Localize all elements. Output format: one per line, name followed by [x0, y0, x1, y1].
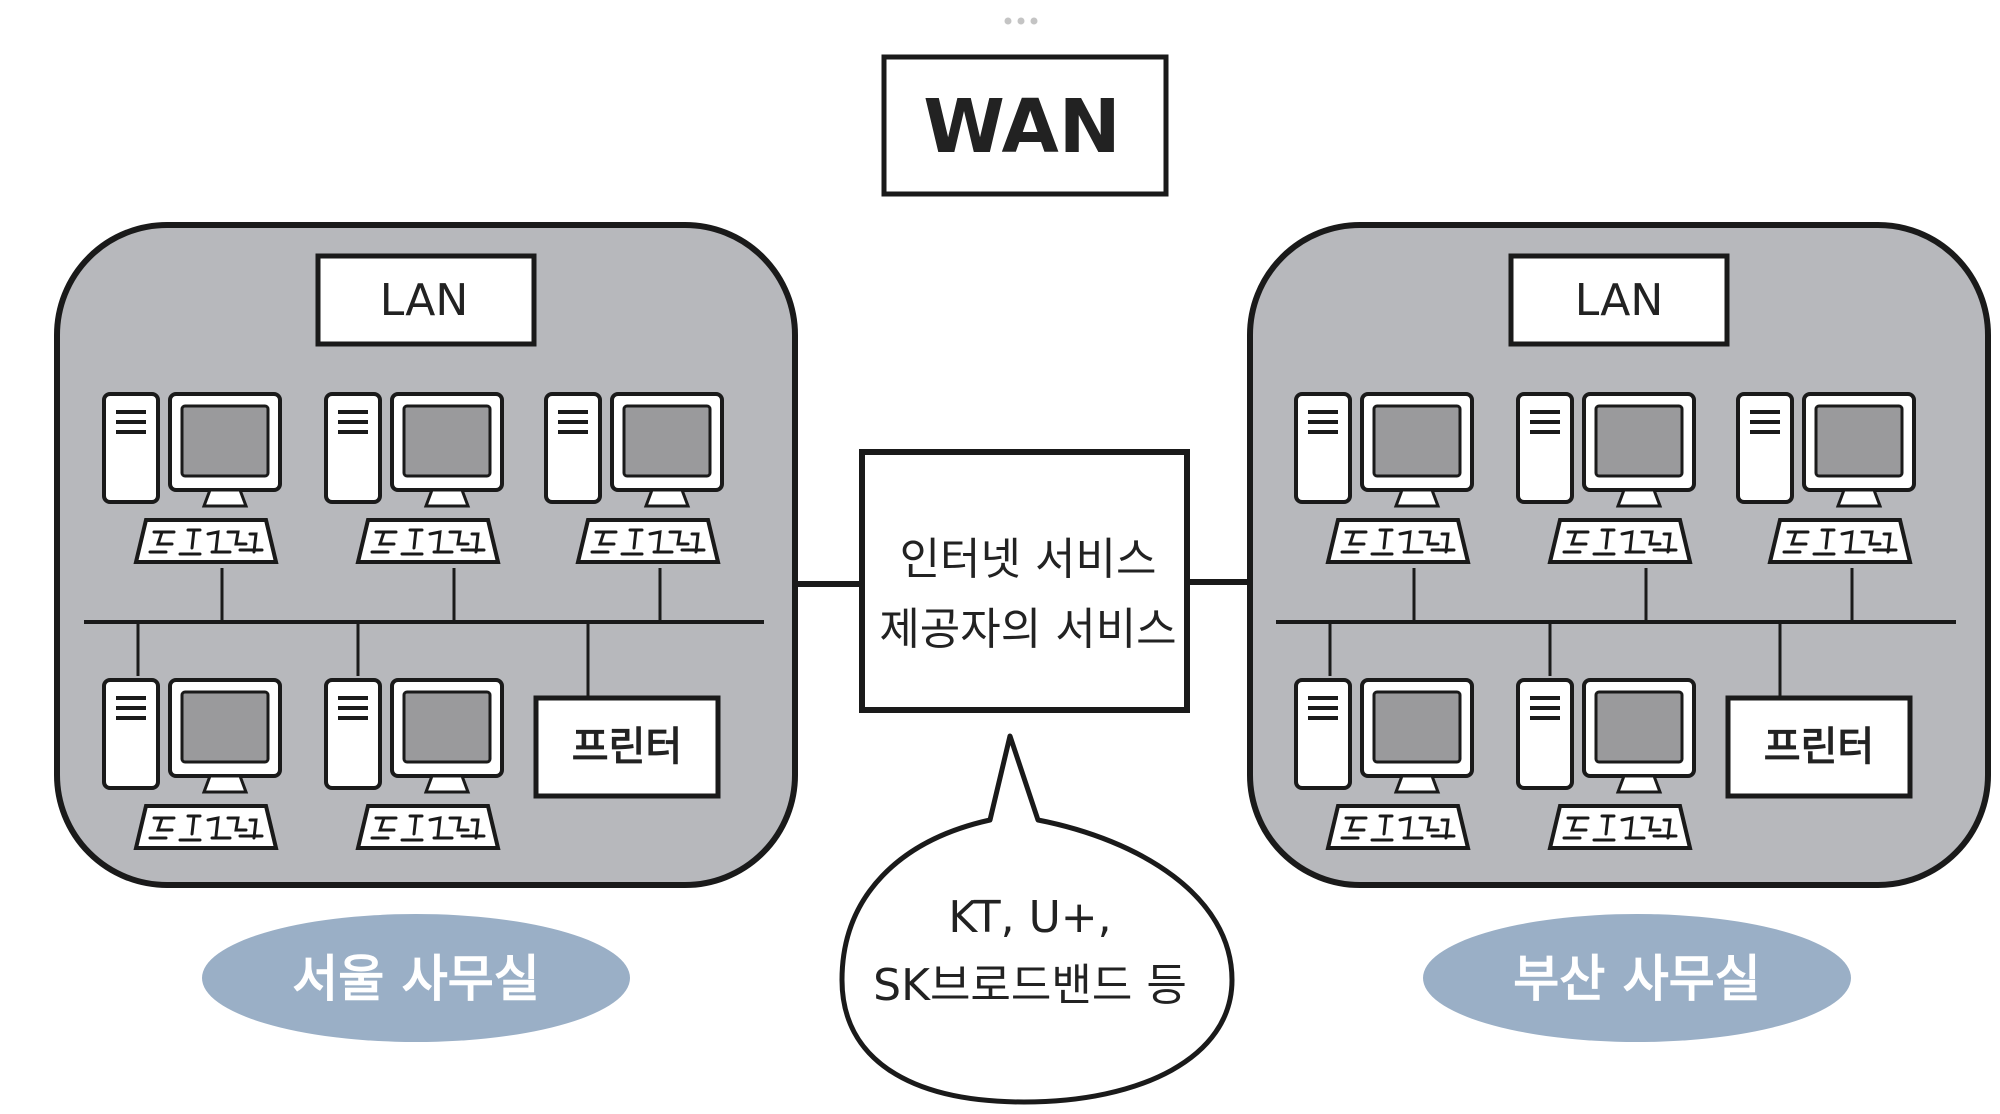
wan-title: WAN — [923, 84, 1121, 170]
isp-line1: 인터넷 서비스 — [900, 534, 1157, 585]
speech-line2: SK브로드밴드 등 — [873, 960, 1187, 1011]
lan-right: LAN 프린터 — [1247, 222, 1991, 888]
lan-left-label-box — [315, 253, 537, 347]
lan-right-label-box — [1508, 253, 1730, 347]
office-label-busan: 부산 사무실 — [1513, 950, 1760, 1008]
printer-label-left: 프린터 — [572, 724, 682, 770]
lan-left: LAN 프린터 — [54, 222, 798, 888]
office-badge-busan: 부산 사무실 — [1423, 914, 1851, 1042]
speech-bubble: KT, U+, SK브로드밴드 등 — [839, 733, 1235, 1105]
drag-handle-icon — [1004, 17, 1038, 25]
isp-box: 인터넷 서비스 제공자의 서비스 — [859, 449, 1190, 713]
lan-left-label: LAN — [380, 275, 469, 326]
office-badge-seoul: 서울 사무실 — [202, 914, 630, 1042]
speech-line1: KT, U+, — [948, 892, 1111, 943]
lan-right-label: LAN — [1575, 275, 1664, 326]
printer-box-right — [1725, 695, 1913, 799]
printer-box-left — [533, 695, 721, 799]
isp-line2: 제공자의 서비스 — [879, 604, 1176, 655]
office-label-seoul: 서울 사무실 — [292, 950, 539, 1008]
wan-title-box: WAN — [881, 54, 1169, 197]
printer-label-right: 프린터 — [1764, 724, 1874, 770]
